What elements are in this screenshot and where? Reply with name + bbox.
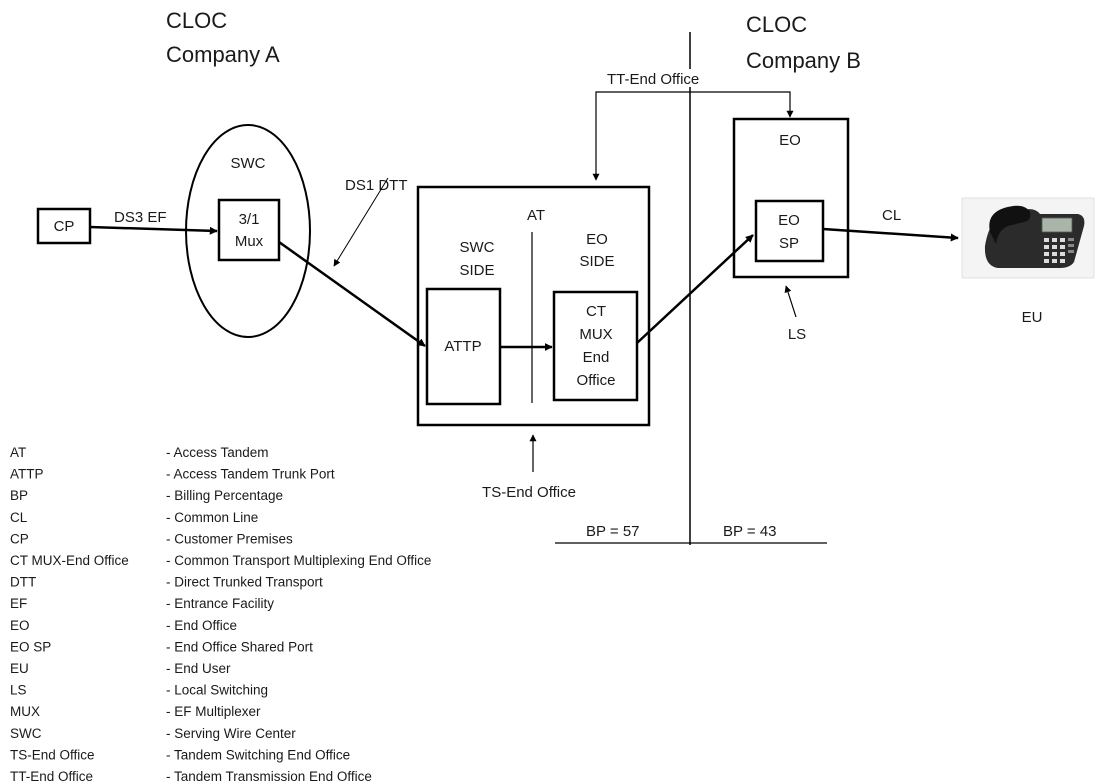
tt-end-office-bracket	[592, 91, 794, 181]
legend-abbr: BP	[10, 488, 28, 503]
company-a-header: CLOC Company A	[166, 8, 280, 67]
desk-phone-icon	[961, 197, 1095, 279]
legend-description: - Customer Premises	[166, 531, 293, 546]
legend-description: - Direct Trunked Transport	[166, 575, 323, 590]
legend-abbr: ATTP	[10, 467, 44, 482]
ds1-dtt-label: DS1 DTT	[345, 177, 408, 194]
legend-description: - End User	[166, 661, 231, 676]
tt-end-office-label: TT-End Office	[607, 71, 699, 88]
bp-right-label: BP = 43	[723, 523, 777, 540]
bp-left-label: BP = 57	[586, 523, 640, 540]
swc-side-label-line-2: SIDE	[459, 262, 494, 279]
company-b-header: CLOC Company B	[746, 12, 861, 73]
eo-box	[732, 117, 850, 279]
ds1-dtt-pointer	[333, 177, 389, 267]
legend-abbr: LS	[10, 683, 27, 698]
legend-description: - Access Tandem Trunk Port	[166, 467, 335, 482]
legend-description: - Entrance Facility	[166, 596, 274, 611]
legend-abbr: EF	[10, 596, 27, 611]
swc-side-label-line-1: SWC	[460, 239, 495, 256]
cl-arrow	[822, 227, 959, 242]
ls-pointer	[784, 285, 797, 318]
ds1-dtt-arrow	[278, 240, 426, 348]
legend-description: - EF Multiplexer	[166, 704, 261, 719]
mux-label-line-1: 3/1	[239, 211, 260, 228]
legend-description: - Tandem Transmission End Office	[166, 769, 372, 784]
ct-mux-label-line-4: Office	[577, 372, 616, 389]
eo-sp-label-line-2: SP	[779, 235, 799, 252]
ds3-ef-label: DS3 EF	[114, 209, 167, 226]
legend-description: - Access Tandem	[166, 445, 269, 460]
legend-abbr: SWC	[10, 726, 42, 741]
ts-end-office-label: TS-End Office	[482, 484, 576, 501]
at-label: AT	[527, 207, 545, 224]
mux-box	[217, 198, 281, 262]
ct-mux-label-line-3: End	[583, 349, 610, 366]
cp-box	[36, 207, 92, 245]
legend-abbr: EU	[10, 661, 29, 676]
ds3-ef-arrow	[89, 225, 218, 235]
tt-label-backdrop	[604, 69, 722, 87]
legend-abbr: EO	[10, 618, 30, 633]
attp-label: ATTP	[444, 338, 481, 355]
ct-mux-box	[552, 290, 639, 402]
legend-description: - Tandem Switching End Office	[166, 747, 350, 762]
legend-abbr: MUX	[10, 704, 40, 719]
legend-description: - Local Switching	[166, 683, 268, 698]
eo-sp-box	[754, 199, 825, 263]
legend-description: - Common Transport Multiplexing End Offi…	[166, 553, 431, 568]
cl-label: CL	[882, 207, 901, 224]
ct-mux-label-line-1: CT	[586, 303, 606, 320]
legend-abbr: TT-End Office	[10, 769, 93, 784]
legend-description: - End Office Shared Port	[166, 639, 313, 654]
access-tandem-box	[416, 185, 651, 427]
ct-mux-label-line-2: MUX	[579, 326, 612, 343]
legend-abbr: CP	[10, 531, 29, 546]
company-b-header-line-1: CLOC	[746, 12, 807, 37]
legend-description: - End Office	[166, 618, 237, 633]
legend-abbr: TS-End Office	[10, 747, 95, 762]
eo-label: EO	[779, 132, 801, 149]
legend-description: - Billing Percentage	[166, 488, 283, 503]
company-a-header-line-2: Company A	[166, 42, 280, 67]
legend-abbr: CT MUX-End Office	[10, 553, 129, 568]
legend-description: - Serving Wire Center	[166, 726, 296, 741]
legend-abbr: AT	[10, 445, 26, 460]
cp-label: CP	[54, 218, 75, 235]
ls-label: LS	[788, 326, 806, 343]
eu-label: EU	[1022, 309, 1043, 326]
legend-description: - Common Line	[166, 510, 258, 525]
eo-side-label-line-2: SIDE	[579, 253, 614, 270]
eo-side-label-line-1: EO	[586, 231, 608, 248]
company-a-header-line-1: CLOC	[166, 8, 227, 33]
eo-sp-label-line-1: EO	[778, 212, 800, 229]
legend-abbr: EO SP	[10, 639, 51, 654]
company-b-header-line-2: Company B	[746, 48, 861, 73]
swc-label: SWC	[231, 155, 266, 172]
mux-label-line-2: Mux	[235, 233, 264, 250]
legend-abbr: CL	[10, 510, 28, 525]
legend-abbr: DTT	[10, 575, 36, 590]
ctmux-to-eosp-arrow	[636, 234, 754, 344]
swc-ellipse	[185, 124, 311, 338]
